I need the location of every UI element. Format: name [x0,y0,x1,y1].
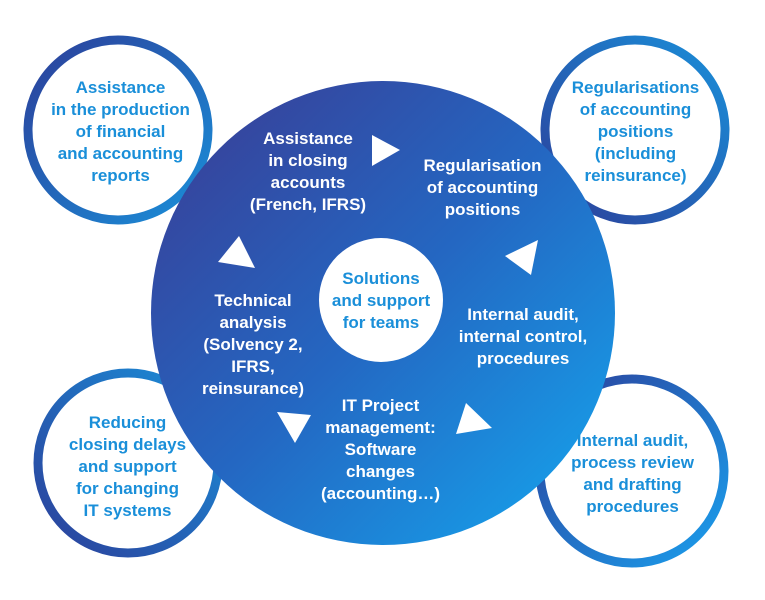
inner-text-audit: Internal audit, internal control, proced… [458,305,588,368]
arrow-1-icon [372,135,400,166]
center-text: Solutions and support for teams [331,269,431,332]
outer-text-bottom-right: Internal audit, process review and draft… [571,431,694,516]
outer-text-top-left: Assistance in the production of financia… [51,78,190,185]
inner-text-technical: Technical analysis (Solvency 2, IFRS, re… [201,291,305,398]
ring-top-right [540,35,730,225]
outer-text-bottom-left: Reducing closing delays and support for … [68,413,187,520]
arrow-3-icon [456,403,492,434]
inner-text-closing: Assistance in closing accounts (French, … [249,129,367,214]
ring-top-left [23,35,213,225]
inner-text-regularisation: Regularisation of accounting positions [423,156,542,219]
outer-text-top-right: Regularisations of accounting positions … [571,78,700,185]
arrow-5-icon [218,236,255,268]
center-circle [319,238,443,362]
arrow-4-icon [277,412,311,443]
arrow-2-icon [505,240,538,275]
inner-text-it-project: IT Project management: Software changes … [321,396,440,503]
